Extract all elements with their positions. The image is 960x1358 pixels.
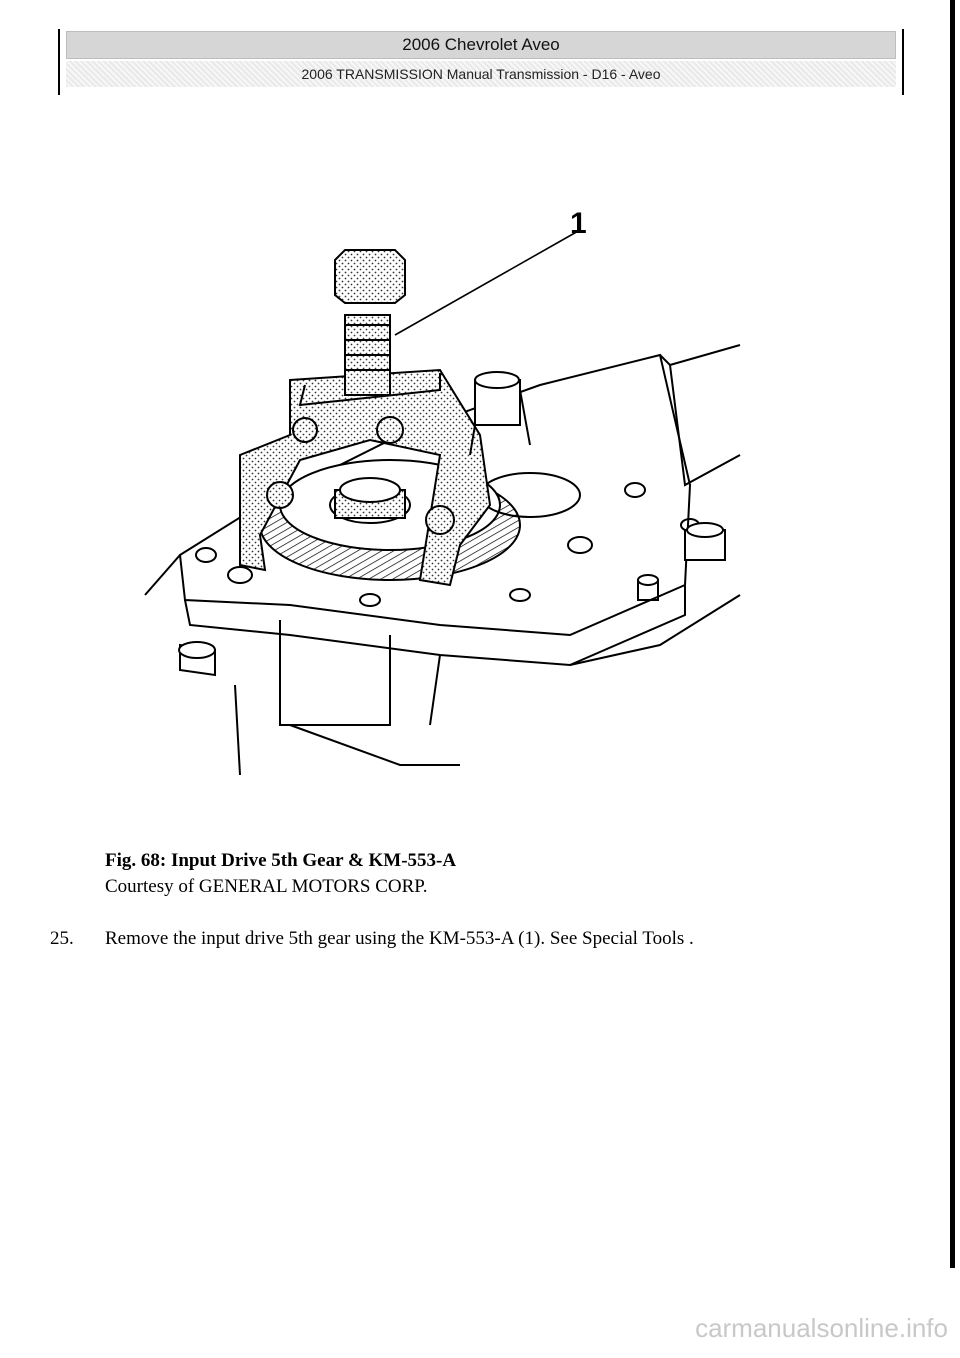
header-left-rule: [58, 29, 60, 95]
header-right-rule: [902, 29, 904, 95]
figure-caption: Fig. 68: Input Drive 5th Gear & KM-553-A…: [105, 848, 456, 900]
site-watermark: carmanualsonline.info: [695, 1313, 948, 1343]
step-number: 25.: [50, 928, 74, 949]
page-edge-rule: [950, 0, 955, 1268]
caption-credit: Courtesy of GENERAL MOTORS CORP.: [105, 876, 428, 897]
gear-puller-drawing: 1: [144, 207, 741, 776]
caption-title: Fig. 68: Input Drive 5th Gear & KM-553-A: [105, 850, 457, 871]
document-header: 2006 Chevrolet Aveo 2006 TRANSMISSION Ma…: [58, 25, 904, 95]
technical-illustration: 1: [140, 205, 780, 785]
document-title: 2006 Chevrolet Aveo: [66, 31, 896, 59]
procedure-step: 25. Remove the input drive 5th gear using…: [50, 926, 694, 952]
callout-label: 1: [570, 207, 587, 240]
step-text: Remove the input drive 5th gear using th…: [105, 928, 694, 949]
document-subtitle: 2006 TRANSMISSION Manual Transmission - …: [66, 61, 896, 87]
